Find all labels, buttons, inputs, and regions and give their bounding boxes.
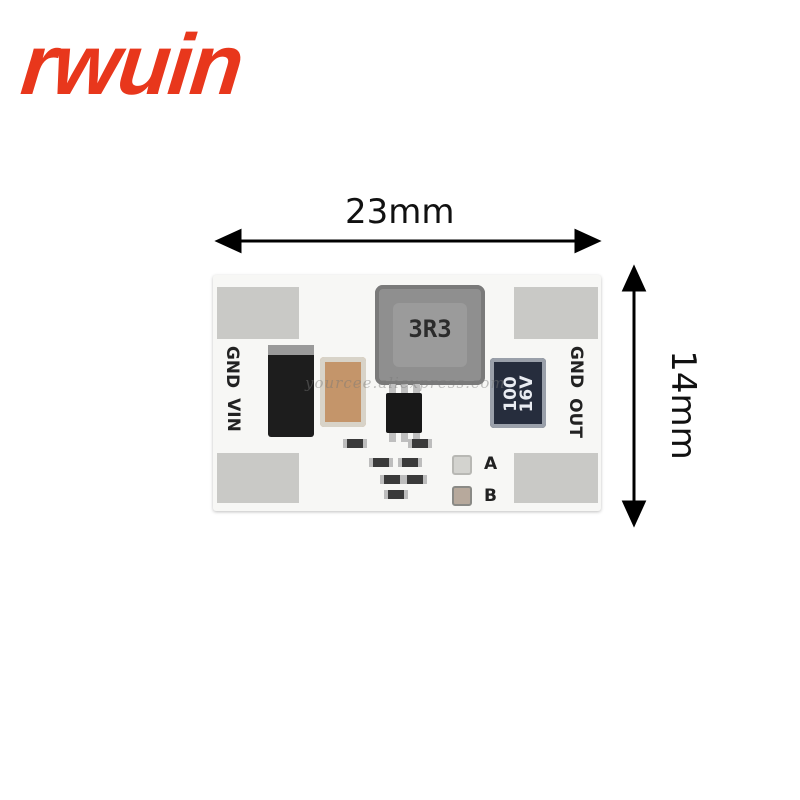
pad-out <box>514 453 598 503</box>
diode-band <box>268 345 314 355</box>
smd-resistor <box>403 475 427 484</box>
height-arrow <box>621 264 647 528</box>
ic-pin <box>401 433 408 442</box>
capacitor-marking: 100 16V <box>501 359 537 429</box>
regulator-ic <box>386 384 422 442</box>
silk-gnd-right: GND <box>566 345 587 389</box>
smd-resistor <box>384 490 408 499</box>
ic-pin <box>413 384 420 393</box>
output-capacitor: 100 16V <box>490 358 546 428</box>
silk-jumper-b: B <box>484 486 497 506</box>
pad-vin <box>217 453 299 503</box>
ic-pin <box>389 433 396 442</box>
ic-pin <box>401 384 408 393</box>
smd-resistor <box>380 475 404 484</box>
silk-out: OUT <box>564 398 585 438</box>
watermark: yourcee.aliexpress.com <box>305 374 506 392</box>
silk-jumper-a: A <box>484 454 498 474</box>
ic-pin <box>389 384 396 393</box>
smd-resistor <box>343 439 367 448</box>
input-capacitor <box>320 357 366 427</box>
pad-gnd-out <box>514 287 598 339</box>
jumper-pad-b <box>452 486 472 506</box>
capacitor-marking-line2: 16V <box>517 375 537 413</box>
jumper-pad-a <box>452 455 472 475</box>
ic-pin <box>413 433 420 442</box>
inductor-marking: 3R3 <box>408 315 452 343</box>
pad-gnd-in <box>217 287 299 339</box>
smd-resistor <box>369 458 393 467</box>
silk-gnd-left: GND <box>222 345 243 389</box>
silk-vin: VIN <box>222 398 243 432</box>
diode <box>268 345 314 437</box>
smd-resistor <box>408 439 432 448</box>
width-dimension-label: 23mm <box>345 192 455 232</box>
smd-resistor <box>398 458 422 467</box>
width-arrow <box>214 228 602 254</box>
inductor: 3R3 <box>375 285 485 385</box>
height-dimension-label: 14mm <box>662 350 703 460</box>
inductor-core <box>393 303 467 367</box>
